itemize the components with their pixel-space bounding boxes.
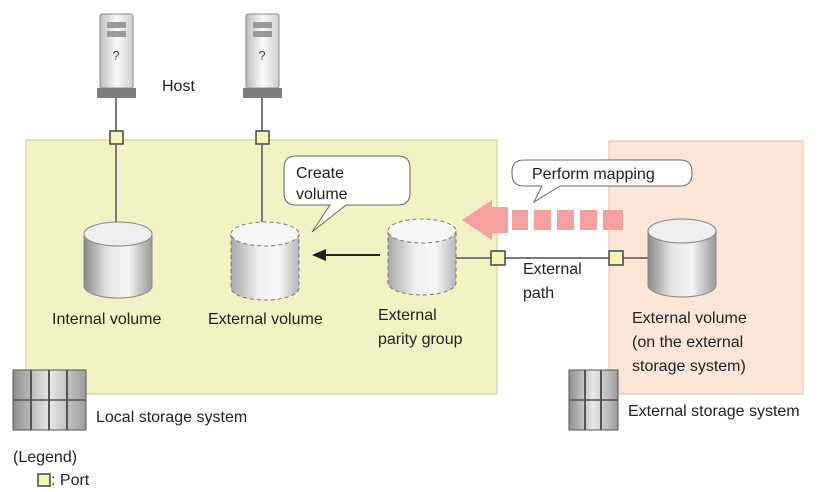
legend-title: (Legend)	[13, 449, 77, 466]
local-storage-system-label: Local storage system	[96, 409, 247, 426]
external-volume-remote-icon	[647, 218, 717, 298]
port-icon-remote	[608, 250, 624, 266]
legend-port-label: : Port	[51, 472, 90, 489]
perform-mapping-callout-text: Perform mapping	[532, 166, 655, 183]
host-label: Host	[162, 78, 195, 95]
svg-text:?: ?	[112, 48, 119, 63]
external-volume-virtual-icon	[230, 221, 300, 301]
connection-lines	[115, 98, 648, 259]
port-icon-local-external	[490, 250, 506, 266]
internal-volume-icon	[83, 221, 153, 299]
external-volume-remote-label-line2: (on the external	[632, 334, 743, 351]
external-parity-group-label-line2: parity group	[378, 331, 463, 348]
internal-volume-label: Internal volume	[52, 311, 161, 328]
create-volume-callout-line2: volume	[296, 186, 348, 203]
svg-text:?: ?	[258, 48, 265, 63]
create-volume-callout	[283, 155, 411, 233]
legend-port-icon	[37, 473, 51, 487]
external-parity-group-label-line1: External	[378, 307, 437, 324]
create-volume-callout-line1: Create	[296, 165, 344, 182]
host-icon-1: ?	[97, 13, 136, 98]
external-path-label-line1: External	[523, 261, 582, 278]
local-storage-rack-icon	[12, 369, 87, 431]
port-icon-host-2	[255, 130, 270, 145]
external-volume-local-label: External volume	[208, 311, 323, 328]
host-icon-2: ?	[243, 13, 282, 98]
external-volume-remote-label-line3: storage system)	[632, 358, 746, 375]
external-storage-system-label: External storage system	[628, 403, 800, 420]
external-parity-group-icon	[387, 218, 457, 296]
external-path-label-line2: path	[523, 285, 554, 302]
mapping-arrow-icon	[462, 200, 623, 240]
external-storage-rack-icon	[568, 369, 619, 431]
external-volume-remote-label-line1: External volume	[632, 310, 747, 327]
port-icon-host-1	[109, 130, 124, 145]
perform-mapping-callout	[511, 159, 693, 204]
